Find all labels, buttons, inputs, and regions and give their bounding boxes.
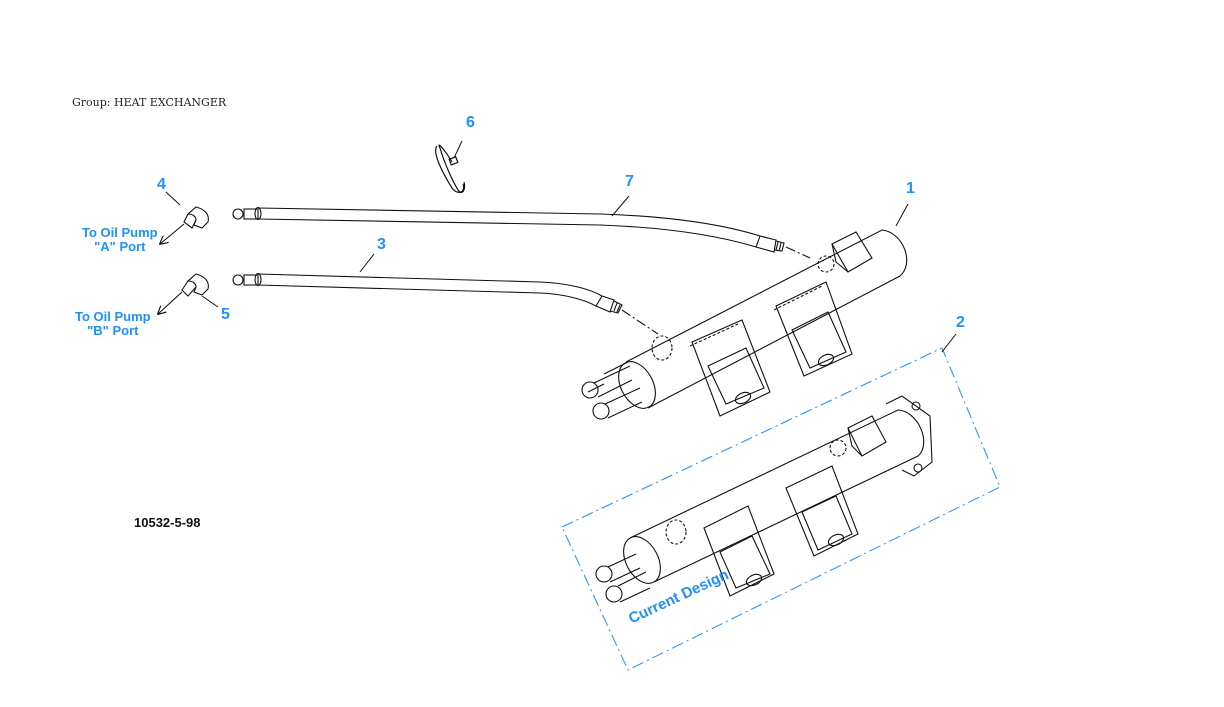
part-5-elbow [158, 273, 219, 314]
note-port-b-line1: To Oil Pump [75, 309, 151, 324]
note-port-a-line2: "A" Port [94, 239, 146, 254]
part-4-elbow [160, 191, 209, 244]
figure-number: 10532-5-98 [134, 515, 201, 530]
callout-1[interactable]: 1 [906, 180, 915, 197]
note-port-b-line2: "B" Port [87, 323, 139, 338]
callout-6[interactable]: 6 [466, 114, 475, 131]
callout-4[interactable]: 4 [157, 176, 166, 193]
part-1-heat-exchanger [581, 203, 909, 420]
part-3-hose [232, 253, 659, 335]
callout-3[interactable]: 3 [377, 236, 386, 253]
part-2-current-design [561, 333, 1001, 671]
note-port-b: To Oil Pump "B" Port [75, 310, 151, 338]
callout-5[interactable]: 5 [221, 306, 230, 323]
callout-7[interactable]: 7 [625, 173, 634, 190]
note-port-a: To Oil Pump "A" Port [82, 226, 158, 254]
part-7-hose [232, 195, 811, 259]
note-port-a-line1: To Oil Pump [82, 225, 158, 240]
part-6-clip [435, 140, 466, 193]
callout-2[interactable]: 2 [956, 314, 965, 331]
group-label: Group: HEAT EXCHANGER [72, 96, 227, 109]
